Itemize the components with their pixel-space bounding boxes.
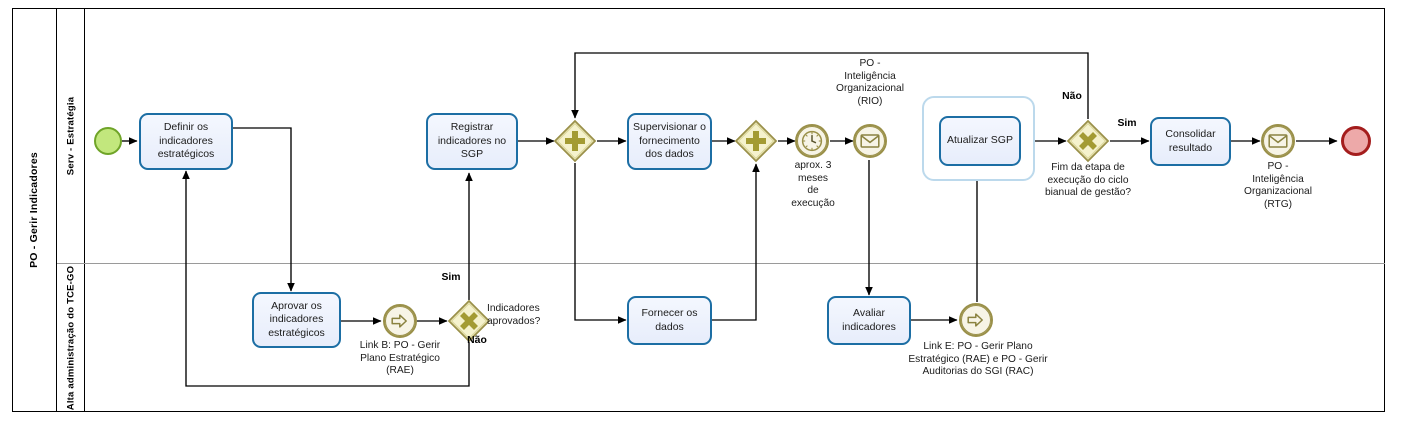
link-arrow-icon [967,313,983,327]
gateway-indicadores-aprovados-label: Indicadores aprovados? [487,303,541,327]
message-event-rio-label: PO - Inteligência Organizacional (RIO) [836,58,904,107]
message-event-rtg-label: PO - Inteligência Organizacional (RTG) [1244,161,1312,210]
gateway-parallel-join[interactable] [734,119,778,163]
task-fornecer-dados[interactable]: Fornecer os dados [627,296,712,345]
link-arrow-icon [391,314,407,328]
envelope-icon [860,134,880,148]
lane-header-alta-administracao: Alta administração do TCE-GO [57,263,85,412]
task-consolidar-resultado[interactable]: Consolidar resultado [1150,117,1231,166]
link-event-e-label: Link E: PO - Gerir Plano Estratégico (RA… [908,341,1048,378]
link-event-e[interactable] [959,303,993,337]
task-supervisionar-fornecimento[interactable]: Supervisionar o fornecimento dos dados [627,113,712,170]
end-event[interactable] [1341,126,1371,156]
gateway-indicadores-aprovados-branch-nao: Não [467,335,487,346]
message-event-rtg[interactable] [1261,124,1295,158]
timer-intermediate-event[interactable] [795,124,829,158]
lane-header-serv-estrategia: Serv - Estratégia [57,8,85,263]
gateway-fim-etapa-branch-sim: Sim [1117,118,1137,129]
gateway-indicadores-aprovados-branch-sim: Sim [441,272,461,283]
envelope-icon [1268,134,1288,148]
pool-header: PO - Gerir Indicadores [12,8,57,412]
timer-event-label: aprox. 3 meses de execução [791,160,835,209]
lane-divider [57,263,1385,264]
task-atualizar-sgp[interactable]: Atualizar SGP [939,116,1021,166]
message-event-rio[interactable] [853,124,887,158]
task-aprovar-indicadores[interactable]: Aprovar os indicadores estratégicos [252,292,341,348]
gateway-fim-etapa-execucao[interactable] [1066,119,1110,163]
task-definir-indicadores[interactable]: Definir os indicadores estratégicos [139,113,233,170]
link-event-b-label: Link B: PO - Gerir Plano Estratégico (RA… [359,340,441,377]
gateway-fim-etapa-branch-nao: Não [1062,91,1082,102]
link-event-b[interactable] [383,304,417,338]
clock-icon [801,130,823,152]
task-registrar-indicadores-sgp[interactable]: Registrar indicadores no SGP [426,113,518,170]
task-avaliar-indicadores[interactable]: Avaliar indicadores [827,296,911,345]
gateway-indicadores-aprovados[interactable] [447,299,491,343]
gateway-parallel-split[interactable] [553,119,597,163]
gateway-fim-etapa-label: Fim da etapa de execução do ciclo bianua… [1044,162,1132,199]
start-event[interactable] [94,127,122,155]
